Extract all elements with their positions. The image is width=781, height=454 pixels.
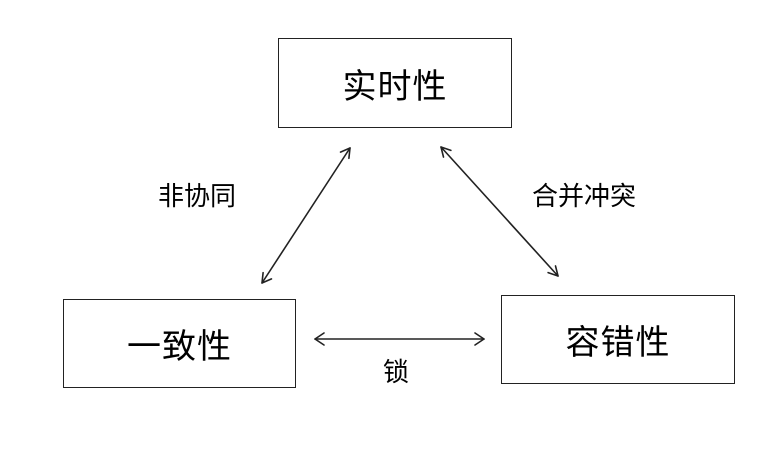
edge-label-non-coordination: 非协同 (158, 182, 237, 212)
node-consistency: 一致性 (63, 299, 296, 388)
edge-top-left-arrow (261, 147, 351, 284)
node-realtime-label: 实时性 (342, 66, 448, 107)
edge-top-right-arrow (440, 146, 559, 277)
node-consistency-label: 一致性 (127, 327, 232, 367)
node-fault-tolerance: 容错性 (501, 295, 735, 384)
edge-left-right-arrow (314, 332, 485, 346)
node-realtime: 实时性 (278, 38, 512, 128)
edge-label-lock: 锁 (383, 358, 410, 388)
edge-label-merge-conflict: 合并冲突 (532, 182, 637, 212)
node-fault-tolerance-label: 容错性 (565, 323, 671, 363)
